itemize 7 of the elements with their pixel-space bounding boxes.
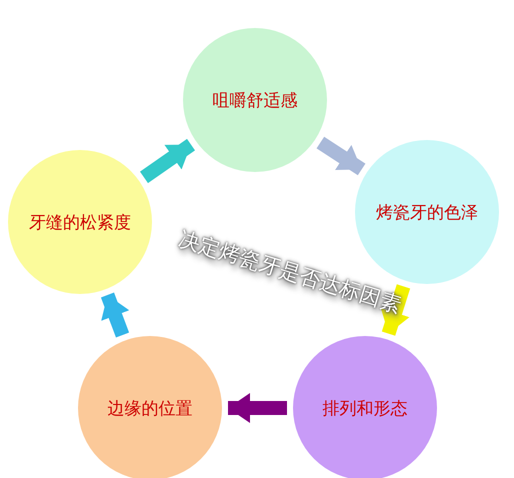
block-arrow xyxy=(316,136,366,176)
circle-node: 边缘的位置 xyxy=(78,336,222,478)
circle-node: 排列和形态 xyxy=(293,336,437,478)
circle-node: 牙缝的松紧度 xyxy=(8,150,152,294)
circle-node: 咀嚼舒适感 xyxy=(183,28,327,172)
block-arrow xyxy=(228,393,287,423)
block-arrow xyxy=(100,292,130,338)
